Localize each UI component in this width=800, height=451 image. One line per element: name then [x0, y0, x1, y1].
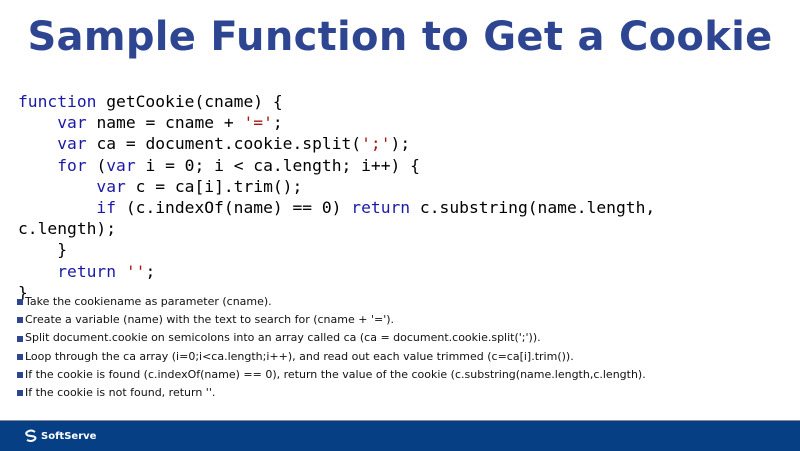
bullet-square-icon: [17, 317, 23, 324]
slide-title: Sample Function to Get a Cookie: [27, 14, 773, 60]
code-line: var c = ca[i].trim();: [96, 176, 303, 196]
bullet-square-icon: [17, 299, 23, 306]
bullet-square-icon: [17, 353, 23, 360]
code-block: function getCookie(cname) { var name = c…: [18, 91, 655, 303]
code-line: c.length);: [18, 219, 117, 239]
bullet-item: Split document.cookie on semicolons into…: [17, 329, 646, 347]
bullet-list: Take the cookiename as parameter (cname)…: [17, 293, 646, 402]
code-line: function getCookie(cname) {: [18, 92, 283, 111]
code-line: if (c.indexOf(name) == 0) return c.subst…: [96, 198, 656, 218]
bullet-item: Take the cookiename as parameter (cname)…: [17, 293, 646, 311]
softserve-s-logo-icon: [25, 429, 37, 442]
code-line: for (var i = 0; i < ca.length; i++) {: [57, 155, 420, 175]
bullet-item: Create a variable (name) with the text t…: [17, 311, 646, 329]
footer-bar: SoftServe: [0, 420, 800, 451]
bullet-square-icon: [17, 390, 23, 397]
bullet-square-icon: [17, 335, 23, 342]
code-line: }: [18, 282, 28, 302]
bullet-item: If the cookie is not found, return ''.: [17, 384, 646, 402]
bullet-square-icon: [17, 371, 23, 378]
code-line: }: [18, 240, 68, 260]
code-line: var name = cname + '=';: [57, 113, 283, 133]
code-line: return '';: [57, 261, 156, 281]
code-line: var ca = document.cookie.split(';');: [57, 134, 411, 154]
bullet-item: If the cookie is found (c.indexOf(name) …: [17, 366, 646, 384]
bullet-item: Loop through the ca array (i=0;i<ca.leng…: [17, 348, 646, 366]
softserve-logo: SoftServe: [24, 429, 96, 443]
